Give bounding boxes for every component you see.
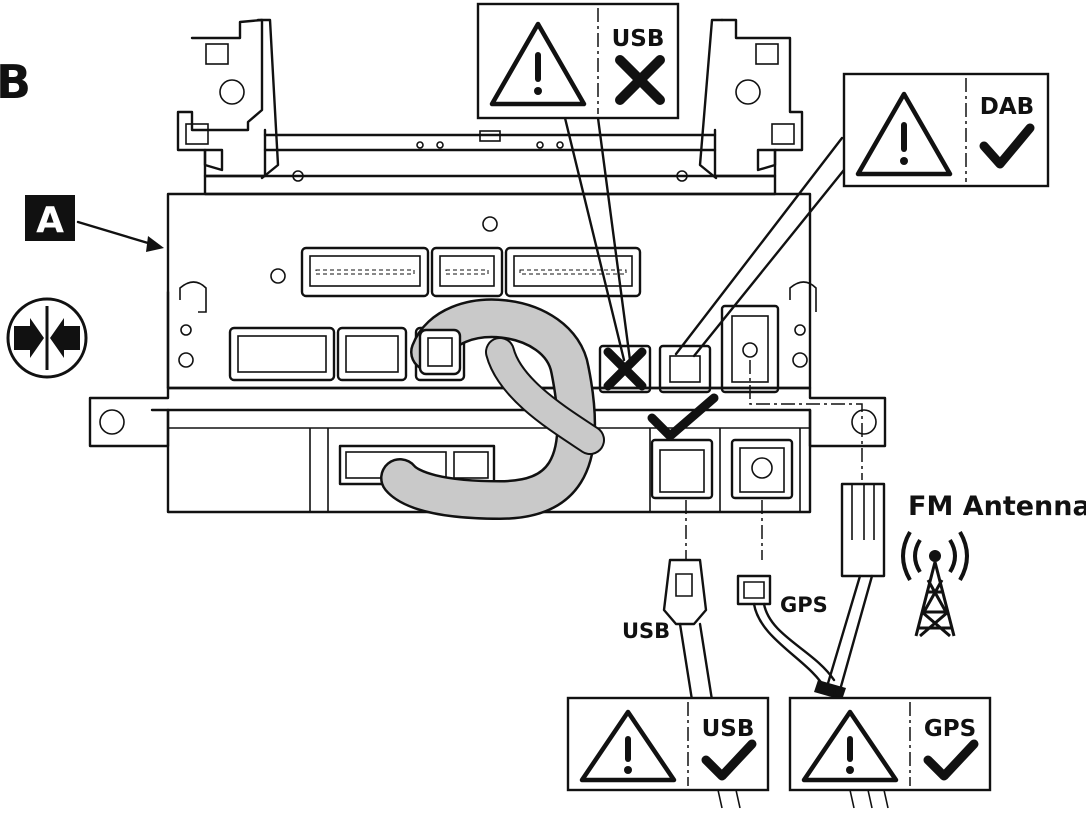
usb-socket-cross-icon: [603, 347, 647, 391]
step-label: B: [0, 55, 31, 109]
warning-label-usb-top: USB: [612, 26, 665, 52]
check-icon: [701, 739, 757, 781]
warning-label-gps-bottom: GPS: [924, 716, 976, 742]
warning-label-dab-top: DAB: [980, 94, 1034, 120]
check-icon: [923, 739, 979, 781]
warning-triangle-icon: [801, 709, 899, 783]
usb-plug: [662, 558, 714, 702]
callout-label: A: [36, 200, 64, 241]
antenna-tower-icon: [901, 530, 969, 638]
fm-antenna-label: FM Antenna: [908, 491, 1086, 522]
check-icon: [979, 123, 1035, 169]
gps-plug: [736, 574, 836, 692]
gps-plug-label: GPS: [780, 593, 828, 617]
bracket-rail: [203, 130, 777, 196]
mounting-bracket-right: [698, 18, 804, 180]
warning-triangle-icon: [489, 21, 587, 107]
warning-box-dab-top: DAB: [842, 72, 1050, 188]
usb-plug-label: USB: [622, 619, 670, 643]
warning-box-usb-bottom: USB: [566, 696, 770, 792]
fm-antenna-plug: [814, 482, 886, 700]
cross-icon: [615, 55, 665, 105]
press-together-icon: [6, 297, 88, 379]
wiring-harness: [380, 298, 605, 521]
dab-socket-check-icon: [647, 393, 719, 441]
mounting-bracket-left: [176, 18, 280, 180]
warning-box-usb-top: USB: [476, 2, 680, 120]
callout-a: A: [25, 195, 164, 252]
warning-box-gps-bottom: GPS: [788, 696, 992, 792]
warning-triangle-icon: [855, 91, 953, 177]
warning-triangle-icon: [579, 709, 677, 783]
warning-label-usb-bottom: USB: [702, 716, 755, 742]
